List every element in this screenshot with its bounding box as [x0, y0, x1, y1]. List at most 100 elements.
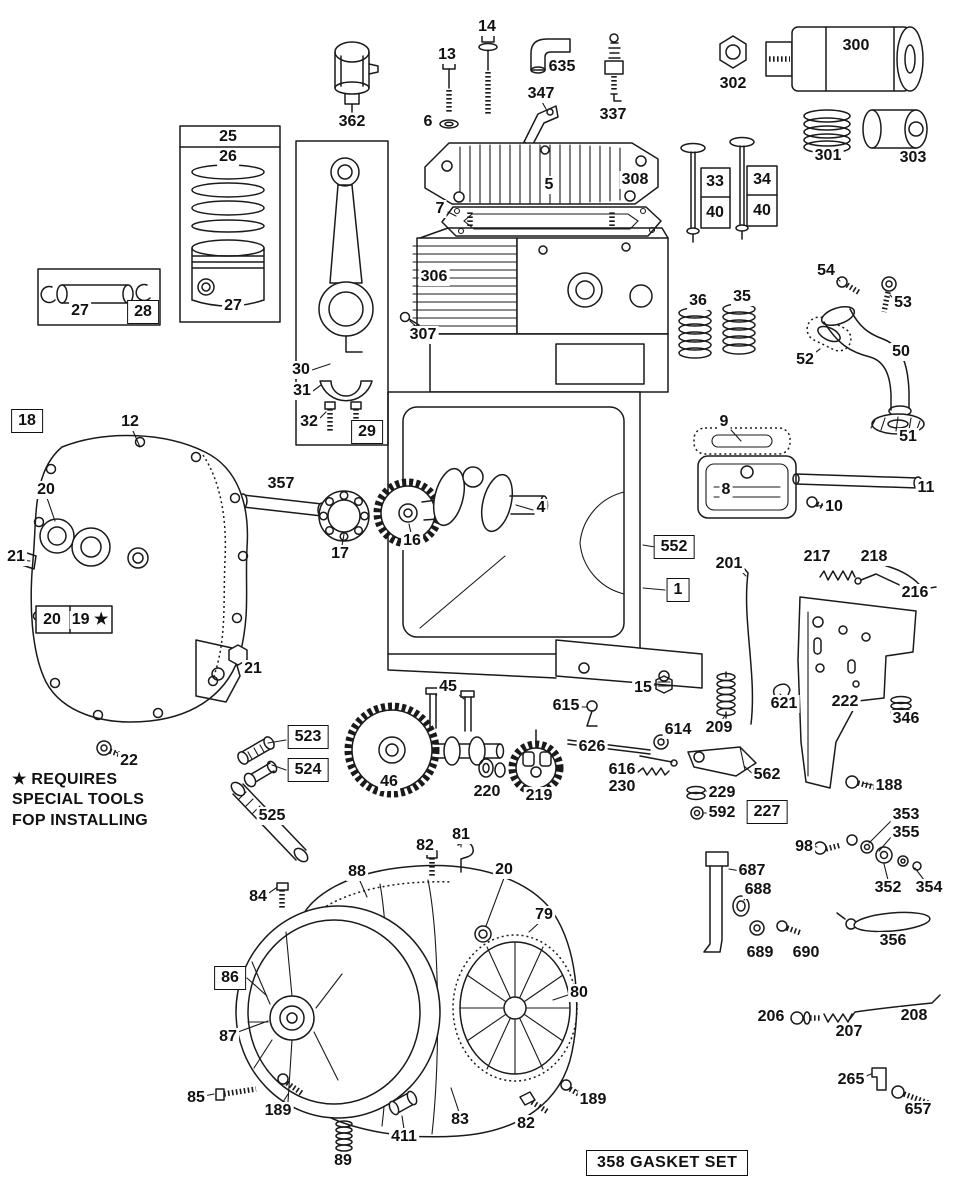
part-label-27: 27	[69, 302, 91, 320]
part-label-302: 302	[717, 75, 749, 93]
part-label-209: 209	[703, 719, 735, 737]
part-label-219: 219	[523, 787, 555, 805]
bolt-85	[215, 1086, 257, 1101]
part-label-552: 552	[653, 535, 695, 559]
part-label-50: 50	[890, 343, 912, 361]
note-line: FOP INSTALLING	[12, 811, 149, 829]
part-label-356: 356	[877, 932, 909, 950]
bolt-82-bottom	[519, 1091, 550, 1115]
control-lever-562	[687, 746, 757, 777]
part-label-362: 362	[336, 113, 368, 131]
air-cleaner-362	[334, 41, 379, 113]
breather-8	[697, 455, 797, 519]
bolt-13	[442, 61, 456, 112]
part-label-82: 82	[414, 837, 436, 855]
part-label-230: 230	[606, 778, 638, 796]
bolt-53	[881, 276, 897, 313]
rotating-screen-80	[452, 934, 578, 1082]
part-label-222: 222	[829, 693, 861, 711]
part-label-562: 562	[751, 766, 783, 784]
part-label-354: 354	[913, 879, 945, 897]
part-label-5: 5	[542, 176, 556, 194]
part-label-635: 635	[546, 58, 578, 76]
part-label-89: 89	[332, 1152, 354, 1170]
spring-230	[637, 767, 670, 776]
part-label-85: 85	[185, 1089, 207, 1107]
part-label-626: 626	[576, 738, 608, 756]
part-label-20: 20	[41, 611, 63, 629]
part-label-27: 27	[222, 297, 244, 315]
spring-209	[716, 671, 736, 719]
part-label-308: 308	[619, 171, 651, 189]
part-label-20: 20	[493, 861, 515, 879]
breather-gasket-9	[693, 427, 791, 455]
part-label-30: 30	[290, 361, 312, 379]
part-label-31: 31	[291, 382, 313, 400]
air-vane-356	[836, 911, 931, 933]
spark-plug-337	[604, 33, 624, 102]
part-label-9: 9	[717, 413, 731, 431]
part-label-20: 20	[35, 481, 57, 499]
part-label-657: 657	[902, 1101, 934, 1119]
part-label-14: 14	[476, 18, 498, 36]
part-label-189: 189	[262, 1102, 294, 1120]
part-label-86: 86	[214, 966, 246, 990]
breather-tube-411	[388, 1090, 418, 1116]
part-label-54: 54	[815, 262, 837, 280]
part-label-616: 616	[606, 761, 638, 779]
part-label-16: 16	[401, 532, 423, 550]
part-label-265: 265	[835, 1071, 867, 1089]
part-label-21: 21	[5, 548, 27, 566]
part-label-690: 690	[790, 944, 822, 962]
part-label-216: 216	[899, 584, 931, 602]
part-label-220: 220	[471, 783, 503, 801]
part-label-40: 40	[751, 202, 773, 220]
part-label-300: 300	[840, 37, 872, 55]
part-label-98: 98	[793, 838, 815, 856]
part-label-8: 8	[719, 481, 733, 499]
part-label-689: 689	[744, 944, 776, 962]
part-label-13: 13	[436, 46, 458, 64]
part-label-26: 26	[217, 148, 239, 166]
part-label-15: 15	[632, 679, 654, 697]
part-label-88: 88	[346, 863, 368, 881]
piston-27	[191, 239, 265, 307]
elbow-fitting-635	[530, 38, 571, 74]
part-label-83: 83	[449, 1111, 471, 1129]
nut-302	[719, 35, 747, 69]
part-label-18: 18	[11, 409, 43, 433]
part-label-40: 40	[704, 204, 726, 222]
note-line: SPECIAL TOOLS	[12, 791, 145, 809]
spring-89	[335, 1120, 353, 1152]
wrist-pin-box-28	[37, 268, 161, 326]
rings-set-box-25	[179, 125, 281, 323]
part-label-36: 36	[687, 292, 709, 310]
bolt-206	[790, 1011, 822, 1025]
part-label-19: 19 ★	[69, 611, 111, 629]
control-bracket-222	[797, 596, 917, 789]
part-label-35: 35	[731, 288, 753, 306]
washer-set-352-355	[846, 834, 922, 871]
part-label-208: 208	[898, 1007, 930, 1025]
part-label-51: 51	[897, 428, 919, 446]
part-label-84: 84	[247, 888, 269, 906]
part-label-81: 81	[450, 826, 472, 844]
cylinder-head-5	[424, 142, 659, 205]
clip-615	[586, 700, 598, 727]
part-label-12: 12	[119, 413, 141, 431]
spark-arrestor-301	[803, 109, 851, 154]
oil-drain-plug-15	[655, 675, 673, 694]
part-label-11: 11	[915, 479, 937, 497]
part-label-206: 206	[755, 1008, 787, 1026]
part-label-355: 355	[890, 824, 922, 842]
ball-bearing-17	[318, 490, 370, 542]
rod-cap-31	[319, 380, 373, 402]
flywheel-87	[235, 905, 441, 1119]
part-label-217: 217	[801, 548, 833, 566]
dowel-pin-307	[399, 311, 420, 326]
part-label-80: 80	[568, 984, 590, 1002]
washer-592	[690, 806, 704, 820]
part-label-346: 346	[890, 710, 922, 728]
